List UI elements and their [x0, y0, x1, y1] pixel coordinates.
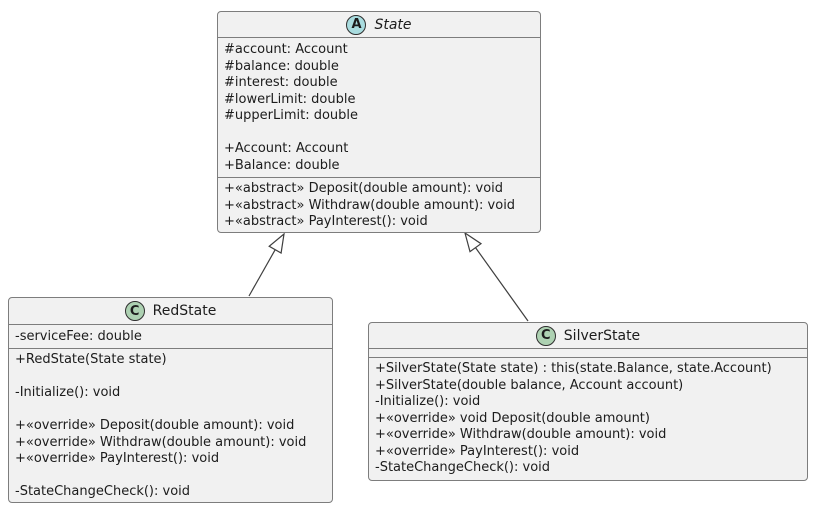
method-line: +«abstract» Withdraw(double amount): voi… — [224, 197, 516, 213]
class-header: C SilverState — [369, 323, 807, 349]
method-line: -Initialize(): void — [375, 394, 481, 409]
attributes-section: -serviceFee: double — [9, 325, 332, 349]
method-line: -Initialize(): void — [15, 385, 121, 400]
attribute-line: #lowerLimit: double — [224, 91, 356, 107]
class-header: C RedState — [9, 298, 332, 325]
class-title: SilverState — [563, 327, 641, 344]
method-line: +«override» Deposit(double amount): void — [15, 418, 295, 433]
attribute-line — [224, 125, 534, 142]
methods-section: +RedState(State state) -Initialize(): vo… — [9, 349, 332, 502]
class-box-silverstate: C SilverState +SilverState(State state) … — [368, 322, 808, 481]
method-line: +«abstract» Deposit(double amount): void — [224, 181, 504, 196]
attribute-line: +Account: Account — [224, 141, 349, 156]
class-title: State — [374, 16, 412, 33]
method-line: +RedState(State state) — [15, 352, 167, 367]
methods-section: +«abstract» Deposit(double amount): void… — [218, 178, 540, 232]
inheritance-arrow-line — [475, 247, 529, 322]
methods-section: +SilverState(State state) : this(state.B… — [369, 358, 807, 480]
class-box-redstate: C RedState -serviceFee: double +RedState… — [8, 297, 333, 503]
class-box-state: A State #account: Account #balance: doub… — [217, 11, 541, 233]
inheritance-arrow-silverstate — [464, 231, 529, 322]
method-line: -StateChangeCheck(): void — [15, 484, 191, 499]
inheritance-arrowhead — [268, 232, 285, 254]
method-line — [15, 468, 326, 485]
class-icon: C — [124, 301, 145, 321]
attribute-line: +Balance: double — [224, 157, 340, 173]
method-line: +«override» Withdraw(double amount): voi… — [375, 427, 667, 442]
attributes-section — [369, 349, 807, 358]
attribute-line: #account: Account — [224, 42, 348, 57]
method-line: +«override» Withdraw(double amount): voi… — [15, 434, 307, 450]
inheritance-arrowhead — [464, 231, 483, 253]
method-line: +«override» PayInterest(): void — [15, 451, 220, 466]
class-icon: C — [535, 325, 556, 346]
inheritance-arrow-line — [248, 249, 276, 297]
abstract-class-icon: A — [346, 14, 367, 35]
attribute-line: #upperLimit: double — [224, 108, 359, 123]
inheritance-arrow-redstate — [248, 232, 285, 297]
attribute-line: #balance: double — [224, 58, 339, 74]
method-line: +SilverState(State state) : this(state.B… — [375, 361, 772, 376]
method-line: +«override» void Deposit(double amount) — [375, 410, 650, 426]
method-line — [15, 402, 326, 419]
method-line: +SilverState(double balance, Account acc… — [375, 377, 684, 393]
attribute-line: #interest: double — [224, 75, 338, 90]
method-line: +«override» PayInterest(): void — [375, 443, 580, 459]
method-line: -StateChangeCheck(): void — [375, 460, 551, 475]
method-line — [15, 369, 326, 386]
attributes-section: #account: Account #balance: double #inte… — [218, 38, 540, 178]
method-line: +«abstract» PayInterest(): void — [224, 214, 428, 229]
attribute-line: -serviceFee: double — [15, 329, 142, 344]
class-header: A State — [218, 12, 540, 38]
class-title: RedState — [152, 303, 217, 319]
